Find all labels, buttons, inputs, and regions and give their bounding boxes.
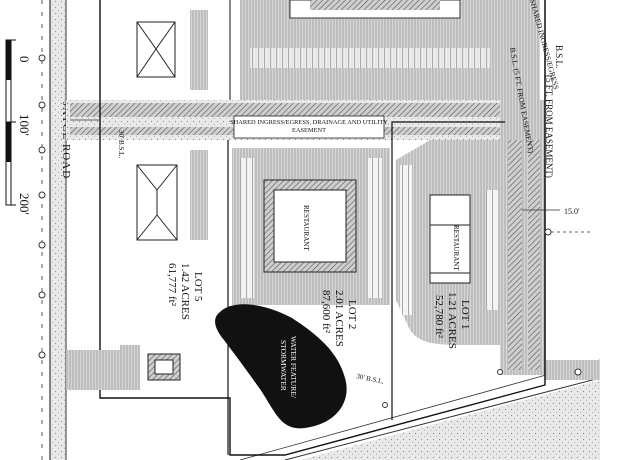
lot5-acres: 1.42 ACRES	[179, 263, 191, 320]
lot1-sqft: 52,780 ft²	[433, 295, 445, 339]
dimension-label: 15.0'	[564, 207, 580, 216]
lot5-building-b	[136, 164, 178, 241]
lot1-label: LOT 1	[459, 300, 471, 329]
scale-tick-0: 0	[17, 56, 32, 63]
bottom-right-pavement	[300, 380, 600, 460]
setback-label-right-line1: B.S.L.	[554, 45, 564, 68]
water-feature-label-line1: WATER FEATURE/	[289, 336, 298, 399]
lot1-restaurant-label: RESTAURANT	[452, 225, 460, 271]
scale-tick-200: 200'	[17, 193, 32, 215]
easement-label-line2: EASEMENT	[292, 127, 326, 134]
lot5-label: LOT 5	[192, 272, 204, 302]
lot5-sqft: 61,777 ft²	[166, 263, 178, 307]
lot2-acres: 2.01 ACRES	[333, 290, 345, 347]
scale-tick-100: 100'	[17, 114, 32, 136]
survey-points	[38, 54, 46, 359]
setback-label-right-line2: (5 FT. FROM EASEMENT)	[544, 75, 554, 178]
water-feature-stormwater	[215, 304, 347, 429]
lot2-label: LOT 2	[346, 300, 358, 329]
property-boundary	[99, 0, 546, 456]
lot5-driveway	[66, 345, 140, 390]
lot2-restaurant-label: RESTAURANT	[302, 205, 310, 251]
water-feature-label-line2: STORMWATER	[279, 340, 288, 391]
lot1-acres: 1.21 ACRES	[446, 292, 458, 349]
scale-bar	[5, 39, 16, 206]
lot2-sqft: 87,600 ft²	[320, 290, 332, 334]
lot2-restaurant	[273, 189, 347, 263]
lot5-building-a	[136, 21, 176, 78]
easement-label-line1: SHARED INGRESS/EGRESS, DRAINAGE AND UTIL…	[230, 119, 388, 126]
lot5-setback-label: 30' B.S.L.	[117, 130, 125, 158]
jayce-road-shoulder	[50, 0, 66, 460]
